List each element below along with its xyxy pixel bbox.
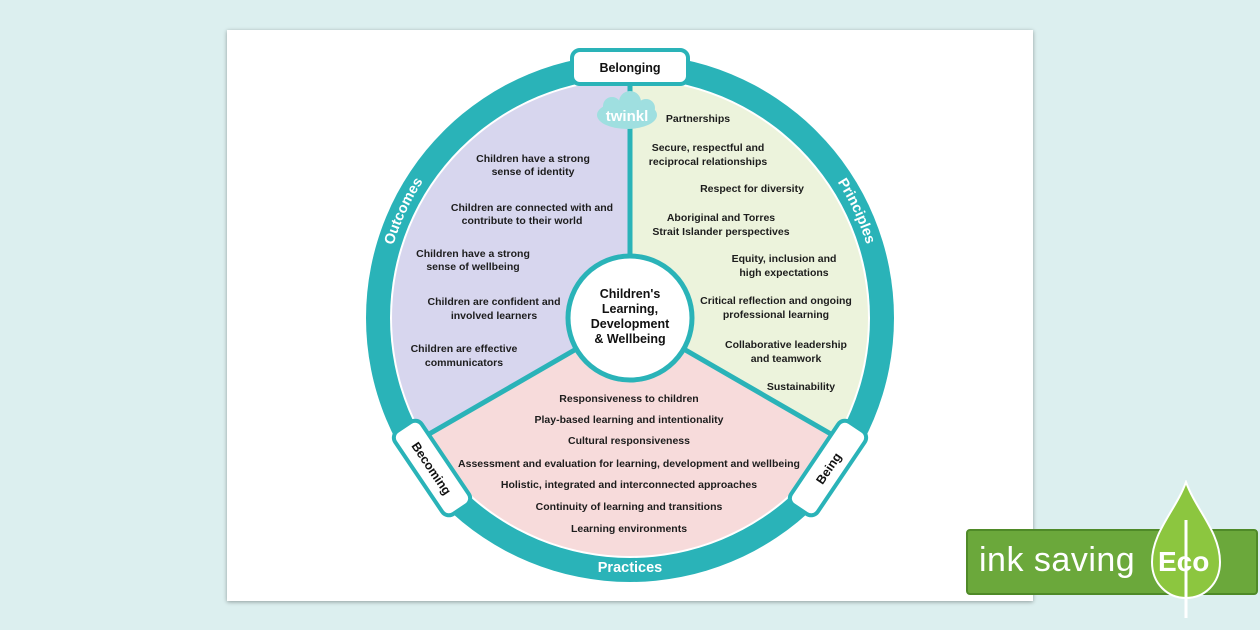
- outcomes-list: Children have a strong sense of identity…: [411, 153, 614, 369]
- twinkl-logo-text: twinkl: [606, 108, 649, 125]
- principle-6-line-2: professional learning: [723, 309, 829, 321]
- principle-3: Respect for diversity: [700, 183, 804, 195]
- practice-3: Cultural responsiveness: [568, 435, 690, 447]
- principle-5-line-2: high expectations: [739, 267, 828, 279]
- outcome-5-line-1: Children are effective: [411, 343, 518, 355]
- being-tab: Being: [787, 418, 869, 518]
- principles-sector: [630, 80, 868, 437]
- outcome-4-line-1: Children are confident and: [427, 296, 560, 308]
- practices-sector: [423, 318, 837, 556]
- principle-2-line-2: reciprocal relationships: [649, 156, 768, 168]
- principle-4-line-2: Strait Islander perspectives: [652, 226, 789, 238]
- principle-7-line-1: Collaborative leadership: [725, 339, 847, 351]
- principles-list: Partnerships Secure, respectful and reci…: [649, 113, 852, 393]
- belonging-label: Belonging: [599, 61, 660, 75]
- outcome-3-line-2: sense of wellbeing: [426, 261, 519, 273]
- outcome-3-line-1: Children have a strong: [416, 248, 530, 260]
- outcome-2-line-1: Children are connected with and: [451, 202, 613, 214]
- principle-5-line-1: Equity, inclusion and: [732, 253, 837, 265]
- outcome-1-line-2: sense of identity: [492, 166, 575, 178]
- practice-2: Play-based learning and intentionality: [534, 414, 723, 426]
- twinkl-logo: twinkl: [597, 91, 657, 129]
- ink-saving-text: ink saving: [979, 541, 1136, 579]
- practice-1: Responsiveness to children: [559, 393, 698, 405]
- eco-label: Eco: [1158, 546, 1210, 577]
- practice-5: Holistic, integrated and interconnected …: [501, 479, 757, 491]
- belonging-tab: Belonging: [570, 48, 690, 86]
- principle-8: Sustainability: [767, 381, 835, 393]
- practice-7: Learning environments: [571, 523, 687, 535]
- center-circle: [565, 253, 695, 383]
- center-label: Children's Learning, Development & Wellb…: [591, 287, 670, 346]
- outcome-1-line-1: Children have a strong: [476, 153, 590, 165]
- outcomes-sector: [392, 80, 630, 437]
- leaf-icon: [1150, 480, 1222, 618]
- principle-4-line-1: Aboriginal and Torres: [667, 212, 775, 224]
- practices-ring-label: Practices: [598, 560, 663, 576]
- outcome-5-line-2: communicators: [425, 357, 503, 369]
- outcome-4-line-2: involved learners: [451, 310, 538, 322]
- principle-7-line-2: and teamwork: [751, 353, 822, 365]
- center-line-1: Children's: [600, 287, 661, 301]
- outcome-2-line-2: contribute to their world: [462, 215, 583, 227]
- practices-list: Responsiveness to children Play-based le…: [458, 393, 800, 535]
- practice-4: Assessment and evaluation for learning, …: [458, 458, 800, 470]
- center-line-2: Learning,: [602, 302, 658, 316]
- practice-6: Continuity of learning and transitions: [536, 501, 723, 513]
- center-line-3: Development: [591, 317, 670, 331]
- principle-2-line-1: Secure, respectful and: [652, 142, 765, 154]
- principle-1: Partnerships: [666, 113, 730, 125]
- center-line-4: & Wellbeing: [594, 332, 665, 346]
- principle-6-line-1: Critical reflection and ongoing: [700, 295, 852, 307]
